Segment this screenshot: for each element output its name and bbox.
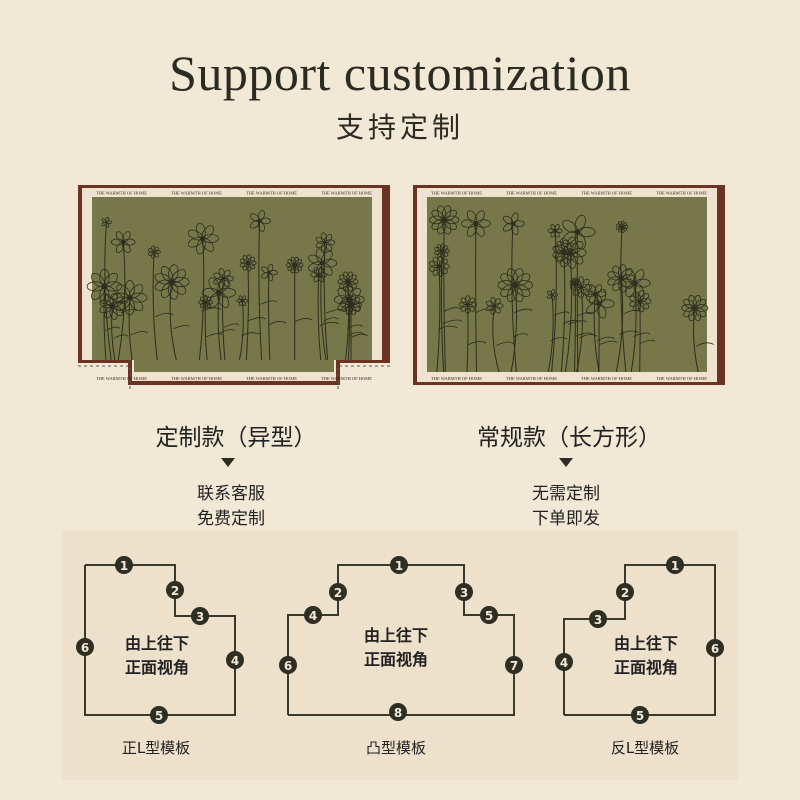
svg-text:THE WARMTH OF HOME: THE WARMTH OF HOME: [581, 191, 632, 196]
reverse-l-template-name: 反L型模板: [610, 739, 680, 757]
svg-text:THE WARMTH OF HOME: THE WARMTH OF HOME: [431, 376, 482, 381]
svg-text:THE WARMTH OF HOME: THE WARMTH OF HOME: [506, 191, 557, 196]
marker-4: 4: [226, 651, 244, 669]
page-title-english: Support customization: [169, 45, 631, 101]
reverse-l-template-diagram: 1 2 3 4 5 6: [555, 556, 724, 724]
svg-text:THE WARMTH OF HOME: THE WARMTH OF HOME: [171, 191, 222, 196]
l-shape-view-text: 由上往下 正面视角: [97, 632, 217, 680]
custom-title: 定制款（异型）: [155, 425, 317, 451]
marker-5: 5: [480, 606, 498, 624]
regular-description: 无需定制 下单即发: [466, 482, 666, 532]
svg-text:6: 6: [81, 641, 89, 655]
svg-text:2: 2: [334, 586, 342, 600]
svg-text:THE WARMTH OF HOME: THE WARMTH OF HOME: [171, 376, 222, 381]
svg-text:4: 4: [560, 656, 568, 670]
marker-1: 1: [115, 556, 133, 574]
svg-text:8: 8: [394, 706, 402, 720]
svg-text:2: 2: [171, 584, 179, 598]
svg-text:THE WARMTH OF HOME: THE WARMTH OF HOME: [96, 191, 147, 196]
marker-2: 2: [616, 583, 634, 601]
svg-text:3: 3: [594, 613, 602, 627]
view-line-2: 正面视角: [613, 658, 678, 677]
custom-down-arrow-icon: [221, 458, 235, 467]
page-title-chinese: 支持定制: [335, 111, 464, 144]
svg-text:6: 6: [711, 642, 719, 656]
custom-description: 联系客服 免费定制: [131, 482, 331, 532]
svg-text:7: 7: [510, 659, 518, 673]
regular-line-1: 无需定制: [532, 484, 600, 504]
custom-line-1: 联系客服: [197, 484, 265, 504]
svg-text:3: 3: [196, 610, 204, 624]
svg-text:THE WARMTH OF HOME: THE WARMTH OF HOME: [246, 376, 297, 381]
marker-8: 8: [389, 703, 407, 721]
rectangular-rug-image: THE WARMTH OF HOME THE WARMTH OF HOME THE …: [413, 185, 725, 385]
marker-1: 1: [666, 556, 684, 574]
regular-title: 常规款（长方形）: [477, 425, 661, 451]
convex-template-diagram: 1 2 3 4 5 6 7 8: [279, 556, 523, 721]
svg-text:THE WARMTH OF HOME: THE WARMTH OF HOME: [321, 376, 372, 381]
marker-2: 2: [329, 583, 347, 601]
marker-2: 2: [166, 581, 184, 599]
svg-text:THE WARMTH OF HOME: THE WARMTH OF HOME: [321, 191, 372, 196]
regular-line-2: 下单即发: [532, 509, 600, 529]
l-shape-template-name: 正L型模板: [121, 739, 191, 757]
svg-text:5: 5: [636, 709, 644, 723]
svg-text:THE WARMTH OF HOME: THE WARMTH OF HOME: [656, 191, 707, 196]
marker-3: 3: [589, 610, 607, 628]
svg-text:THE WARMTH OF HOME: THE WARMTH OF HOME: [431, 191, 482, 196]
view-line-1: 由上往下: [363, 626, 428, 645]
view-line-2: 正面视角: [363, 650, 428, 669]
marker-4: 4: [555, 653, 573, 671]
view-line-1: 由上往下: [613, 634, 678, 653]
convex-view-text: 由上往下 正面视角: [336, 624, 456, 672]
svg-text:5: 5: [155, 709, 163, 723]
svg-text:1: 1: [120, 559, 128, 573]
svg-text:5: 5: [485, 609, 493, 623]
marker-3: 3: [455, 583, 473, 601]
marker-4: 4: [304, 606, 322, 624]
svg-text:1: 1: [671, 559, 679, 573]
view-line-1: 由上往下: [124, 634, 189, 653]
regular-down-arrow-icon: [559, 458, 573, 467]
marker-3: 3: [191, 607, 209, 625]
marker-5: 5: [150, 706, 168, 724]
svg-text:THE WARMTH OF HOME: THE WARMTH OF HOME: [246, 191, 297, 196]
convex-template-name: 凸型模板: [365, 739, 426, 757]
marker-5: 5: [631, 706, 649, 724]
svg-text:THE WARMTH OF HOME: THE WARMTH OF HOME: [96, 376, 147, 381]
svg-text:3: 3: [460, 586, 468, 600]
reverse-l-view-text: 由上往下 正面视角: [586, 632, 706, 680]
svg-text:4: 4: [309, 609, 317, 623]
marker-6: 6: [279, 656, 297, 674]
custom-shaped-rug-image: THE WARMTH OF HOME THE WARMTH OF HOME THE …: [78, 185, 390, 390]
view-line-2: 正面视角: [124, 658, 189, 677]
svg-text:6: 6: [284, 659, 292, 673]
l-shape-template-diagram: 1 2 3 4 5 6: [76, 556, 244, 724]
svg-text:THE WARMTH OF HOME: THE WARMTH OF HOME: [506, 376, 557, 381]
marker-6: 6: [706, 639, 724, 657]
custom-line-2: 免费定制: [197, 509, 265, 529]
marker-7: 7: [505, 656, 523, 674]
svg-text:4: 4: [231, 654, 239, 668]
marker-1: 1: [390, 556, 408, 574]
marker-6: 6: [76, 638, 94, 656]
svg-text:THE WARMTH OF HOME: THE WARMTH OF HOME: [656, 376, 707, 381]
svg-text:1: 1: [395, 559, 403, 573]
svg-text:THE WARMTH OF HOME: THE WARMTH OF HOME: [581, 376, 632, 381]
svg-text:2: 2: [621, 586, 629, 600]
